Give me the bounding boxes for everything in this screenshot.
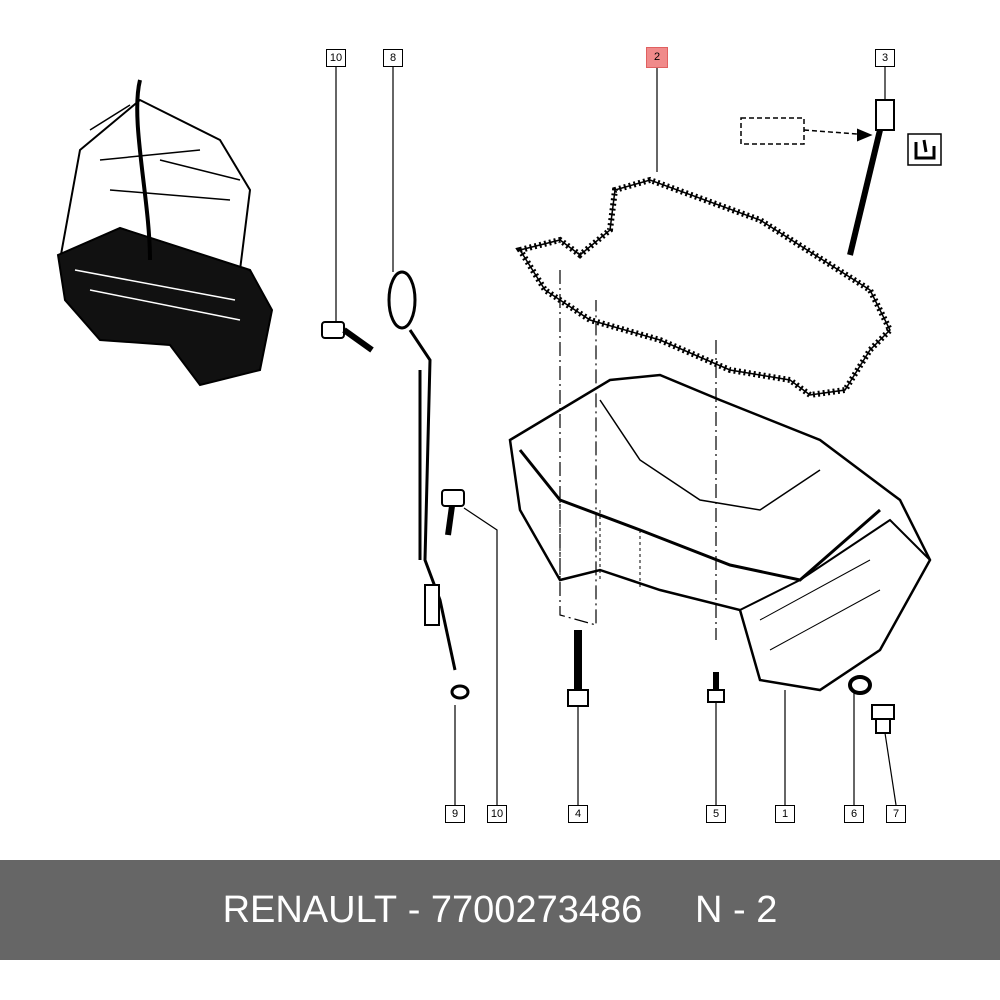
bolt-10-bottom [441,489,465,536]
callout-3[interactable]: 3 [875,49,895,67]
oil-pan-exploded-diagram [56,66,942,806]
callout-6[interactable]: 6 [844,805,864,823]
callout-8[interactable]: 8 [383,49,403,67]
part-info-banner: RENAULT - 7700273486 N - 2 [0,860,1000,960]
callout-10-bottom[interactable]: 10 [487,805,507,823]
callout-5[interactable]: 5 [706,805,726,823]
washer [848,675,872,695]
position-label: N - 2 [695,889,778,931]
brand-name: RENAULT [222,889,398,931]
callout-10-top[interactable]: 10 [326,49,346,67]
callout-1[interactable]: 1 [775,805,795,823]
callout-2-highlighted[interactable]: 2 [646,47,668,68]
callout-4[interactable]: 4 [568,805,588,823]
drain-plug [871,704,895,734]
bolt-4 [567,630,589,707]
oil-level-symbol-icon [907,133,942,166]
leader-lines [335,66,897,806]
engine-assembly-thumbnail [56,79,274,387]
oil-pan [508,373,932,692]
separator: - [407,889,421,931]
dipstick [387,270,457,671]
callout-7[interactable]: 7 [886,805,906,823]
bolt-5 [707,672,725,703]
oil-pan-gasket [515,176,894,399]
oil-level-sensor [740,99,895,256]
o-ring [450,684,470,700]
bolt-10-top [321,321,374,353]
callout-9[interactable]: 9 [445,805,465,823]
part-number: 7700273486 [430,889,643,931]
